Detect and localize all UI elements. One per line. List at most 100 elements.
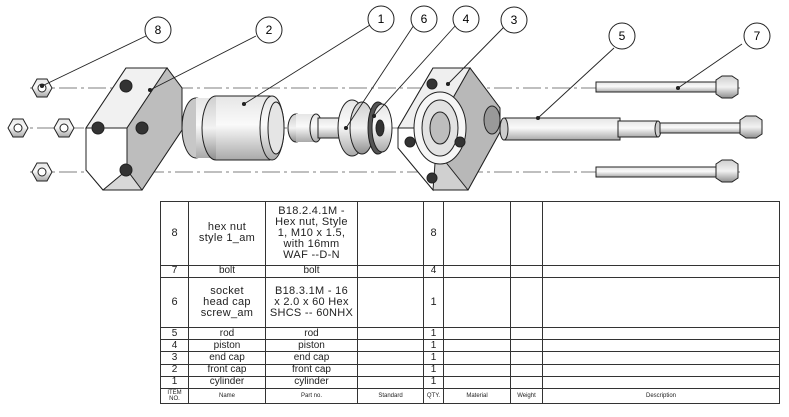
bom-item-no: 8 xyxy=(160,201,189,266)
balloon-label-5: 5 xyxy=(619,29,626,43)
bom-weight xyxy=(510,363,543,377)
bom-row: 7 bolt bolt 4 xyxy=(160,264,780,278)
bom-qty: 1 xyxy=(423,327,444,341)
bom-item-no: 4 xyxy=(160,339,189,353)
bom-part-no: piston xyxy=(265,339,358,353)
bom-weight xyxy=(510,201,543,266)
bom-standard xyxy=(357,339,424,353)
bom-description xyxy=(542,351,780,365)
bom-item-no: 3 xyxy=(160,351,189,365)
balloon-label-3: 3 xyxy=(511,13,518,27)
balloon-7: 7 xyxy=(743,22,771,50)
bom-material xyxy=(443,327,511,341)
bom-weight xyxy=(510,264,543,278)
bom-qty: 4 xyxy=(423,264,444,278)
bom-part-no: rod xyxy=(265,327,358,341)
bom-weight xyxy=(510,375,543,389)
bom-weight xyxy=(510,339,543,353)
bom-standard xyxy=(357,201,424,266)
bom-material xyxy=(443,363,511,377)
bom-header-name: Name xyxy=(188,387,266,405)
balloon-label-6: 6 xyxy=(421,12,428,26)
bom-description xyxy=(542,201,780,266)
bom-part-no: bolt xyxy=(265,264,358,278)
bom-name: rod xyxy=(188,327,266,341)
bom-header-standard: Standard xyxy=(357,387,424,405)
balloon-label-1: 1 xyxy=(378,12,385,26)
cylinder-part xyxy=(181,95,285,161)
balloon-label-2: 2 xyxy=(266,23,273,37)
bom-name: cylinder xyxy=(188,375,266,389)
bom-row: 5 rod rod 1 xyxy=(160,327,780,341)
bom-name: socket head cap screw_am xyxy=(188,276,266,329)
bom-qty: 8 xyxy=(423,201,444,266)
end-cap-part xyxy=(397,67,501,192)
bom-qty: 1 xyxy=(423,375,444,389)
rod-part xyxy=(499,117,662,141)
bom-weight xyxy=(510,351,543,365)
bom-name: piston xyxy=(188,339,266,353)
balloon-5: 5 xyxy=(608,22,636,50)
bom-weight xyxy=(510,276,543,329)
bom-header-qty: QTY. xyxy=(423,387,444,405)
bom-row: 2 front cap front cap 1 xyxy=(160,363,780,377)
bom-qty: 1 xyxy=(423,363,444,377)
balloon-label-8: 8 xyxy=(155,23,162,37)
bom-row: 4 piston piston 1 xyxy=(160,339,780,353)
bom-row: 8 hex nut style 1_am B18.2.4.1M - Hex nu… xyxy=(160,201,780,266)
bom-material xyxy=(443,276,511,329)
bom-header-part-no: Part no. xyxy=(265,387,358,405)
balloon-label-4: 4 xyxy=(463,12,470,26)
bom-description xyxy=(542,363,780,377)
bom-row: 6 socket head cap screw_am B18.3.1M - 16… xyxy=(160,276,780,329)
bom-item-no: 5 xyxy=(160,327,189,341)
bom-standard xyxy=(357,327,424,341)
bom-name: end cap xyxy=(188,351,266,365)
bom-standard xyxy=(357,264,424,278)
bom-part-no: front cap xyxy=(265,363,358,377)
balloon-6: 6 xyxy=(410,5,438,33)
balloon-2: 2 xyxy=(255,16,283,44)
bom-name: front cap xyxy=(188,363,266,377)
bom-header-material: Material xyxy=(443,387,511,405)
bolt-parts xyxy=(595,75,763,183)
balloon-label-7: 7 xyxy=(754,29,761,43)
balloon-1: 1 xyxy=(367,5,395,33)
bom-standard xyxy=(357,375,424,389)
exploded-assembly-view: 8 2 1 6 4 3 5 7 xyxy=(7,5,771,192)
bom-qty: 1 xyxy=(423,351,444,365)
bom-material xyxy=(443,339,511,353)
bom-standard xyxy=(357,276,424,329)
bom-part-no: B18.3.1M - 16 x 2.0 x 60 Hex SHCS -- 60N… xyxy=(265,276,358,329)
bom-material xyxy=(443,264,511,278)
bom-qty: 1 xyxy=(423,339,444,353)
piston-part xyxy=(337,99,393,157)
front-cap-part xyxy=(85,67,183,191)
bom-name: hex nut style 1_am xyxy=(188,201,266,266)
bom-description xyxy=(542,264,780,278)
hex-nut-parts xyxy=(7,78,75,182)
bom-part-no: cylinder xyxy=(265,375,358,389)
bom-part-no: end cap xyxy=(265,351,358,365)
balloon-leaders xyxy=(39,24,743,131)
bom-description xyxy=(542,339,780,353)
bom-item-no: 6 xyxy=(160,276,189,329)
bom-item-no: 1 xyxy=(160,375,189,389)
balloon-8: 8 xyxy=(144,16,172,44)
bom-material xyxy=(443,351,511,365)
bom-weight xyxy=(510,327,543,341)
bom-header-description: Description xyxy=(542,387,780,405)
bom-description xyxy=(542,327,780,341)
bom-row: 1 cylinder cylinder 1 xyxy=(160,375,780,389)
bom-description xyxy=(542,375,780,389)
bom-standard xyxy=(357,363,424,377)
bom-header-item-no: ITEM NO. xyxy=(160,387,189,405)
bom-name: bolt xyxy=(188,264,266,278)
bom-item-no: 7 xyxy=(160,264,189,278)
bom-description xyxy=(542,276,780,329)
balloon-3: 3 xyxy=(500,6,528,34)
bom-standard xyxy=(357,351,424,365)
bom-item-no: 2 xyxy=(160,363,189,377)
bom-part-no: B18.2.4.1M - Hex nut, Style 1, M10 x 1.5… xyxy=(265,201,358,266)
